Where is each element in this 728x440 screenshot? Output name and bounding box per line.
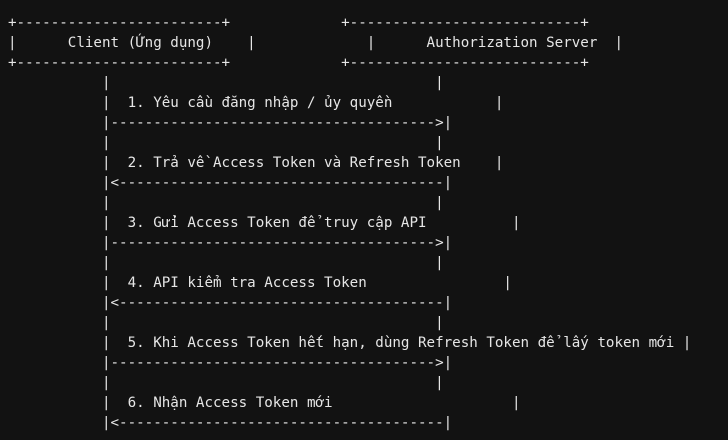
lifeline-row: | |: [8, 75, 444, 91]
lifeline-row: | |: [8, 195, 444, 211]
step-4-label: | 4. API kiểm tra Access Token |: [8, 275, 512, 291]
step-5-arrow-right: |-------------------------------------->…: [8, 355, 453, 371]
sequence-diagram: +------------------------+ +------------…: [8, 13, 691, 433]
step-6-label: | 6. Nhận Access Token mới |: [8, 395, 521, 411]
step-1-label: | 1. Yêu cầu đăng nhập / ủy quyền |: [8, 95, 504, 111]
client-box-bottom-border: +------------------------+ +------------…: [8, 55, 589, 71]
step-2-label: | 2. Trả về Access Token và Refresh Toke…: [8, 155, 504, 171]
step-1-arrow-right: |-------------------------------------->…: [8, 115, 453, 131]
step-3-label: | 3. Gửi Access Token để truy cập API |: [8, 215, 521, 231]
client-box-top-border: +------------------------+ +------------…: [8, 15, 589, 31]
lifeline-row: | |: [8, 255, 444, 271]
step-5-label: | 5. Khi Access Token hết hạn, dùng Refr…: [8, 335, 692, 351]
lifeline-row: | |: [8, 375, 444, 391]
lifeline-row: | |: [8, 135, 444, 151]
step-2-arrow-left: |<--------------------------------------…: [8, 175, 453, 191]
step-4-arrow-left: |<--------------------------------------…: [8, 295, 453, 311]
step-6-arrow-left: |<--------------------------------------…: [8, 415, 453, 431]
participant-header-row: | Client (Ứng dụng) | | Authorization Se…: [8, 35, 623, 51]
lifeline-row: | |: [8, 315, 444, 331]
step-3-arrow-right: |-------------------------------------->…: [8, 235, 453, 251]
